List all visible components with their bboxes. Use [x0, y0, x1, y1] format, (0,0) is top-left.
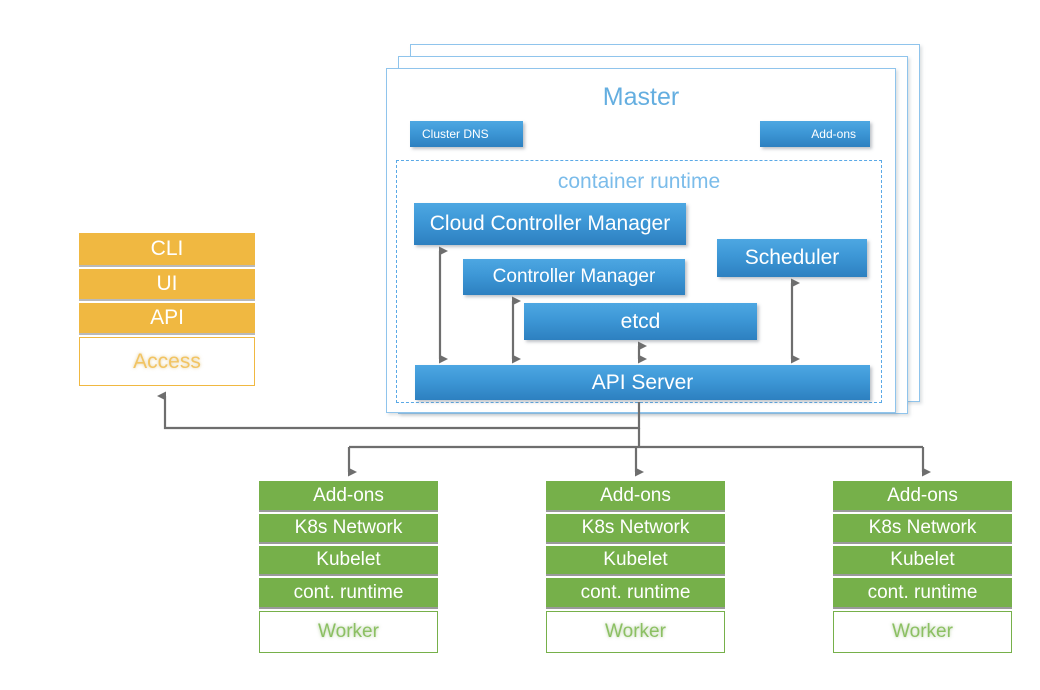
- worker-bar-cont-runtime[interactable]: cont. runtime: [259, 578, 438, 609]
- component-etcd[interactable]: etcd: [524, 303, 757, 340]
- container-runtime-title: container runtime: [557, 170, 721, 193]
- worker-bar-cont-runtime[interactable]: cont. runtime: [546, 578, 725, 609]
- access-bar-api[interactable]: API: [79, 303, 255, 335]
- worker-bar-kubelet[interactable]: Kubelet: [833, 546, 1012, 576]
- component-cloud-controller-manager[interactable]: Cloud Controller Manager: [414, 203, 686, 245]
- worker-bar-add-ons[interactable]: Add-ons: [833, 481, 1012, 512]
- connector-apiserver-access: [157, 391, 641, 430]
- access-bar-cli[interactable]: CLI: [79, 233, 255, 267]
- worker-bar-add-ons[interactable]: Add-ons: [546, 481, 725, 512]
- access-stack: CLI UI API Access: [79, 233, 255, 390]
- worker-footer: Worker: [259, 611, 438, 653]
- worker-node-3: Add-ons K8s Network Kubelet cont. runtim…: [833, 481, 1012, 653]
- worker-bar-kubelet[interactable]: Kubelet: [546, 546, 725, 576]
- chip-cluster-dns[interactable]: Cluster DNS: [410, 121, 523, 147]
- connector-apiserver-worker-bus: [347, 428, 931, 477]
- worker-footer: Worker: [546, 611, 725, 653]
- worker-node-2: Add-ons K8s Network Kubelet cont. runtim…: [546, 481, 725, 653]
- worker-bar-kubelet[interactable]: Kubelet: [259, 546, 438, 576]
- component-controller-manager[interactable]: Controller Manager: [463, 259, 685, 295]
- worker-node-1: Add-ons K8s Network Kubelet cont. runtim…: [259, 481, 438, 653]
- chip-add-ons[interactable]: Add-ons: [760, 121, 870, 147]
- worker-bar-k8s-network[interactable]: K8s Network: [259, 514, 438, 544]
- worker-bar-k8s-network[interactable]: K8s Network: [833, 514, 1012, 544]
- access-footer: Access: [79, 337, 255, 386]
- worker-bar-add-ons[interactable]: Add-ons: [259, 481, 438, 512]
- worker-bar-k8s-network[interactable]: K8s Network: [546, 514, 725, 544]
- master-title: Master: [602, 83, 680, 111]
- worker-bar-cont-runtime[interactable]: cont. runtime: [833, 578, 1012, 609]
- component-api-server[interactable]: API Server: [415, 365, 870, 400]
- component-scheduler[interactable]: Scheduler: [717, 239, 867, 277]
- worker-footer: Worker: [833, 611, 1012, 653]
- access-bar-ui[interactable]: UI: [79, 269, 255, 301]
